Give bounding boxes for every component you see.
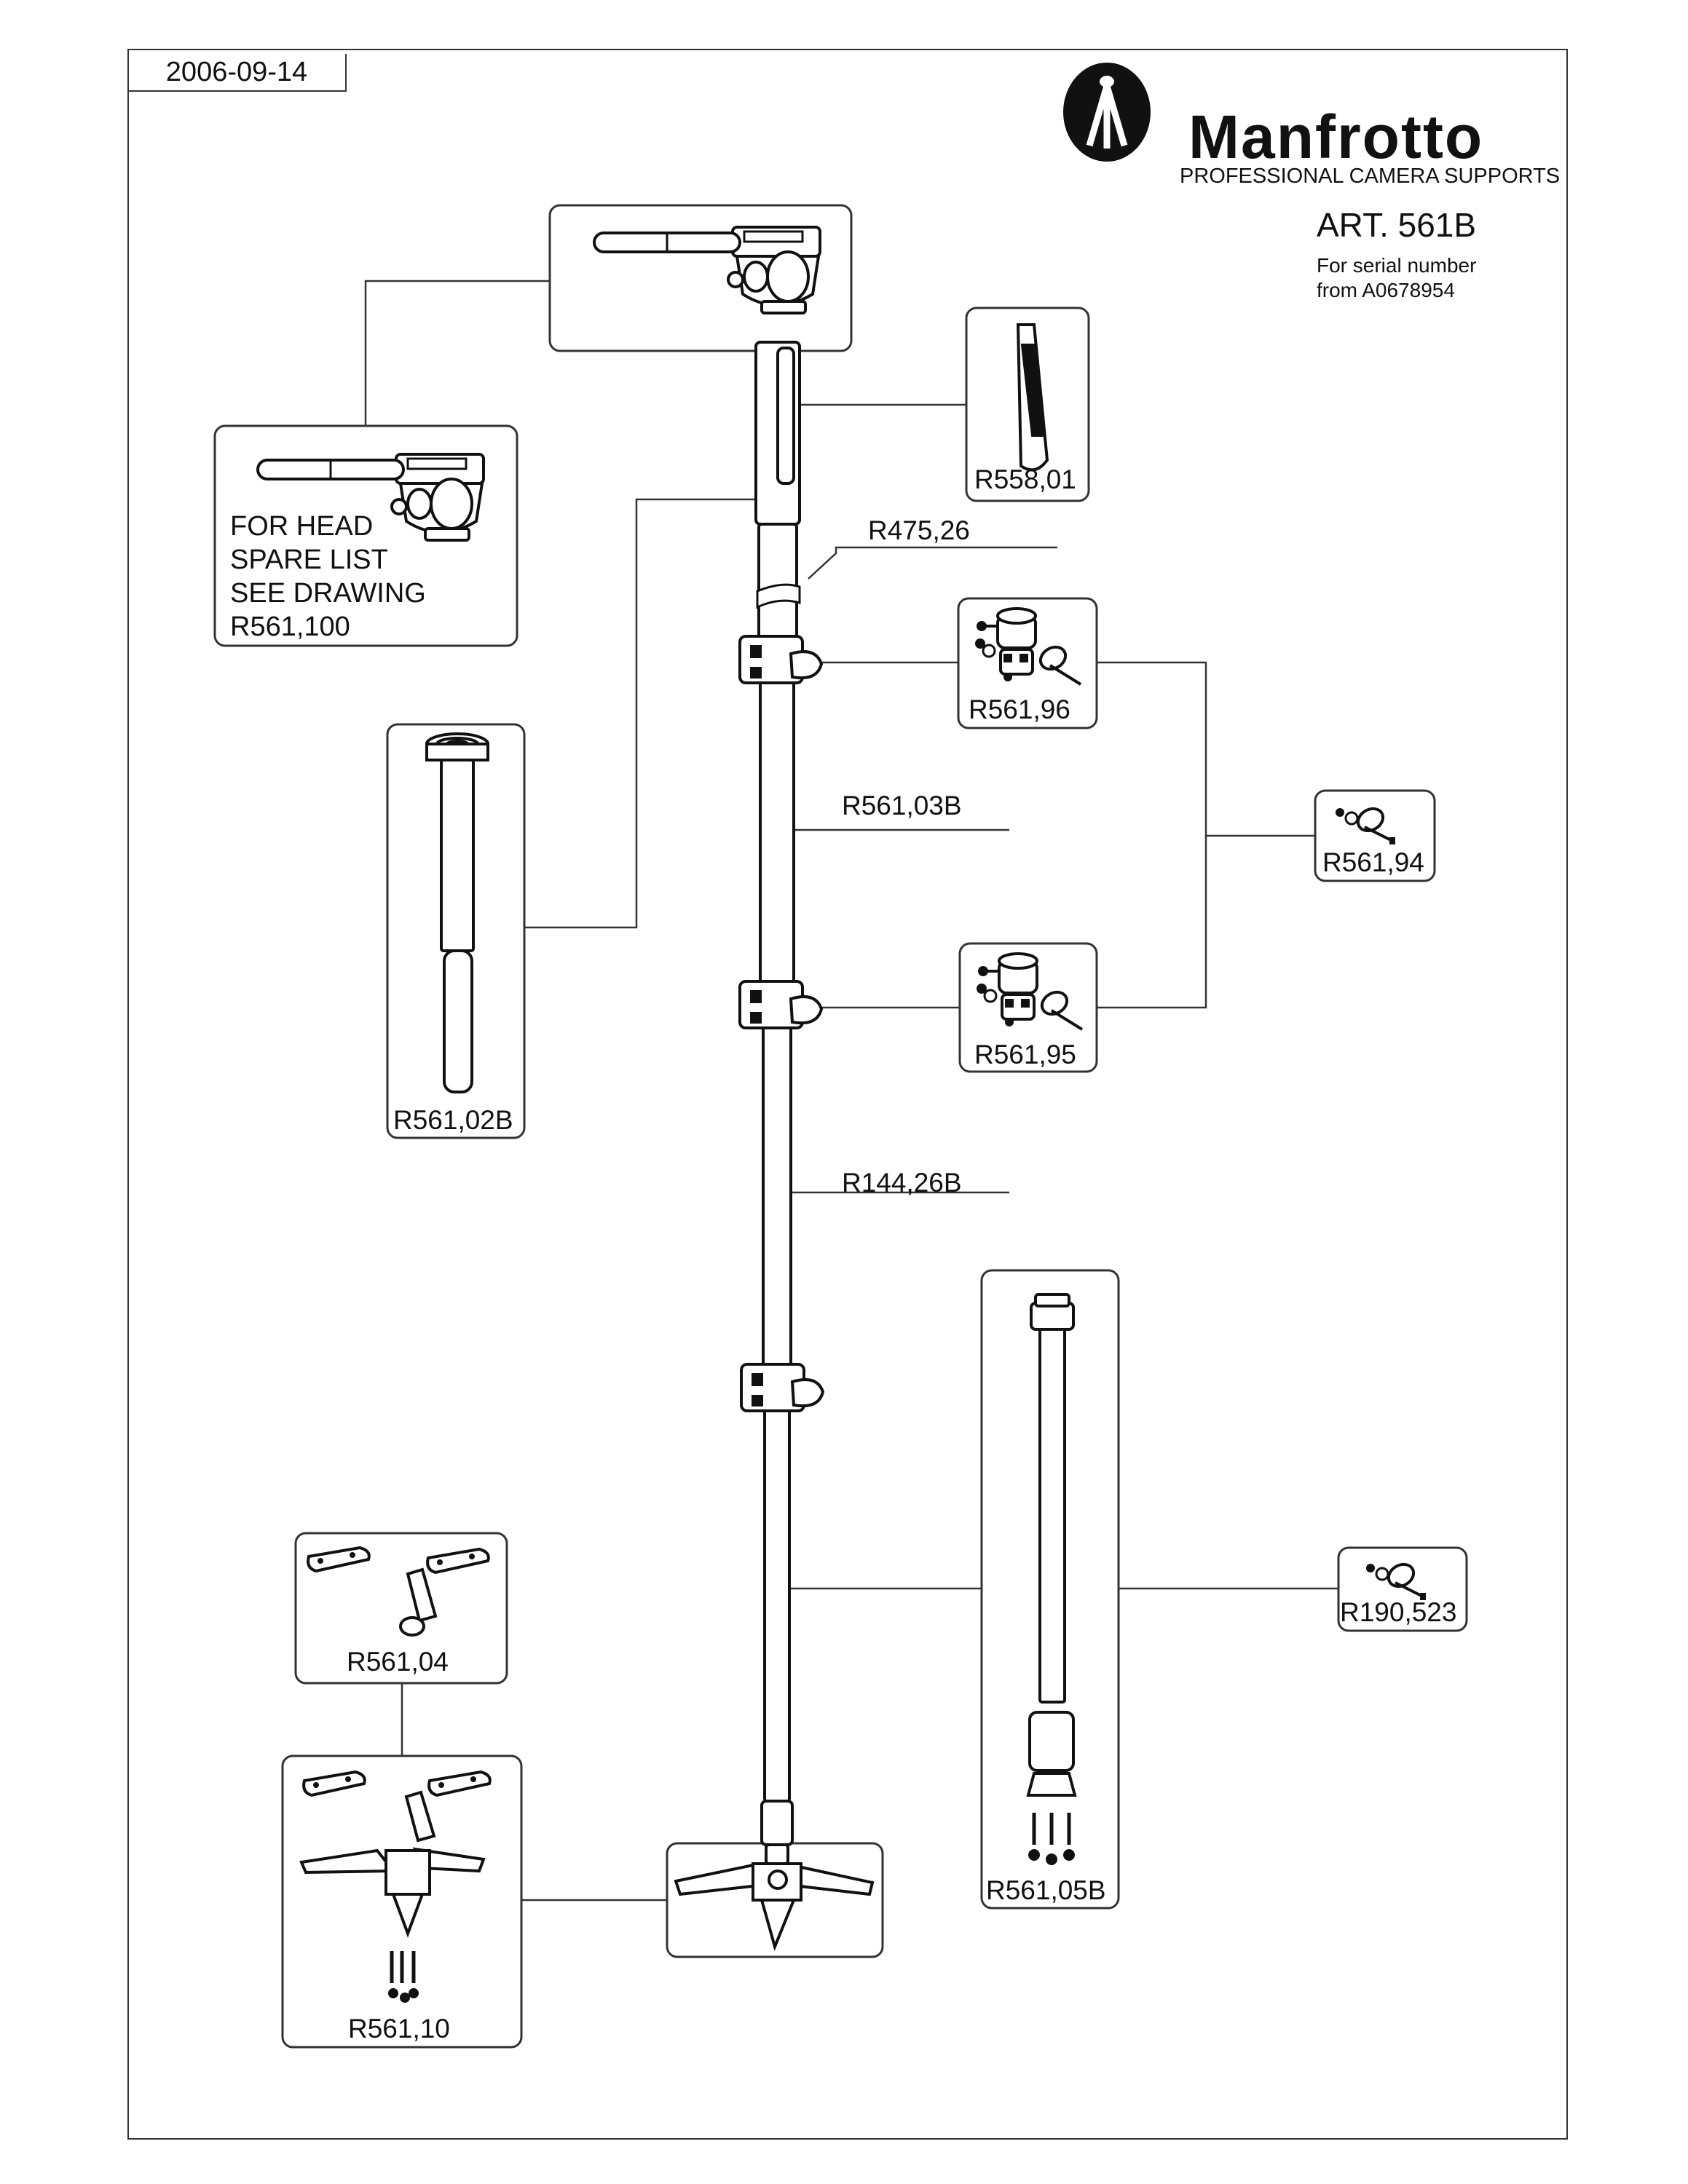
serial-line-2: from A0678954 <box>1317 279 1455 301</box>
strap-icon <box>1016 323 1049 472</box>
part-label-lock-lower: R561,95 <box>974 1040 1076 1069</box>
monopod-column <box>754 341 801 1865</box>
tripod-base-assembly-icon <box>674 1862 875 1952</box>
part-label-strap: R558,01 <box>974 464 1076 494</box>
bottom-section-icon <box>1026 1293 1077 1865</box>
lever-icon <box>1334 802 1397 846</box>
tripod-feet-icon <box>307 1546 490 1637</box>
brand-name: Manfrotto <box>1188 103 1484 171</box>
serial-line-1: For serial number <box>1317 254 1477 277</box>
sheet-border <box>127 49 1568 2140</box>
lock-kit-icon <box>974 607 1082 686</box>
part-label-upper-section: R561,03B <box>842 791 962 820</box>
part-label-feet-kit: R561,04 <box>347 1647 449 1677</box>
part-label-column: R561,02B <box>393 1105 513 1135</box>
lock-collar-icon <box>738 980 823 1029</box>
serial-note: For serial number from A0678954 <box>1317 253 1476 303</box>
part-label-lock-upper: R561,96 <box>969 695 1070 724</box>
part-label-base-kit: R561,10 <box>348 2014 450 2043</box>
head-spares-note: FOR HEAD SPARE LIST SEE DRAWING R561,100 <box>230 510 426 644</box>
part-label-bottom-section: R561,05B <box>986 1875 1106 1905</box>
head-note-line-1: FOR HEAD <box>230 511 374 542</box>
article-number: ART. 561B <box>1317 206 1477 244</box>
head-note-line-4: R561,100 <box>230 612 350 642</box>
tripod-base-kit-icon <box>299 1770 492 2003</box>
revision-date: 2006-09-14 <box>128 54 347 92</box>
brand-tagline: PROFESSIONAL CAMERA SUPPORTS <box>1180 165 1561 188</box>
box-column <box>386 723 526 1139</box>
box-video-head-top <box>548 204 853 352</box>
lock-collar-icon <box>738 635 823 684</box>
part-label-lever-small: R190,523 <box>1340 1597 1457 1627</box>
fluid-video-head-icon <box>593 226 821 314</box>
part-label-collar-top: R475,26 <box>868 515 970 545</box>
tripod-logo-icon <box>1063 63 1151 162</box>
lever-icon <box>1365 1558 1427 1602</box>
center-column-icon <box>425 732 489 1093</box>
head-note-line-3: SEE DRAWING <box>230 578 426 609</box>
leader-lines <box>364 280 1338 1902</box>
part-label-lower-section: R144,26B <box>842 1168 962 1198</box>
part-label-lever: R561,94 <box>1322 847 1424 877</box>
lock-kit-icon <box>975 952 1084 1031</box>
head-note-line-2: SPARE LIST <box>230 545 388 575</box>
lock-collar-icon <box>740 1363 824 1412</box>
